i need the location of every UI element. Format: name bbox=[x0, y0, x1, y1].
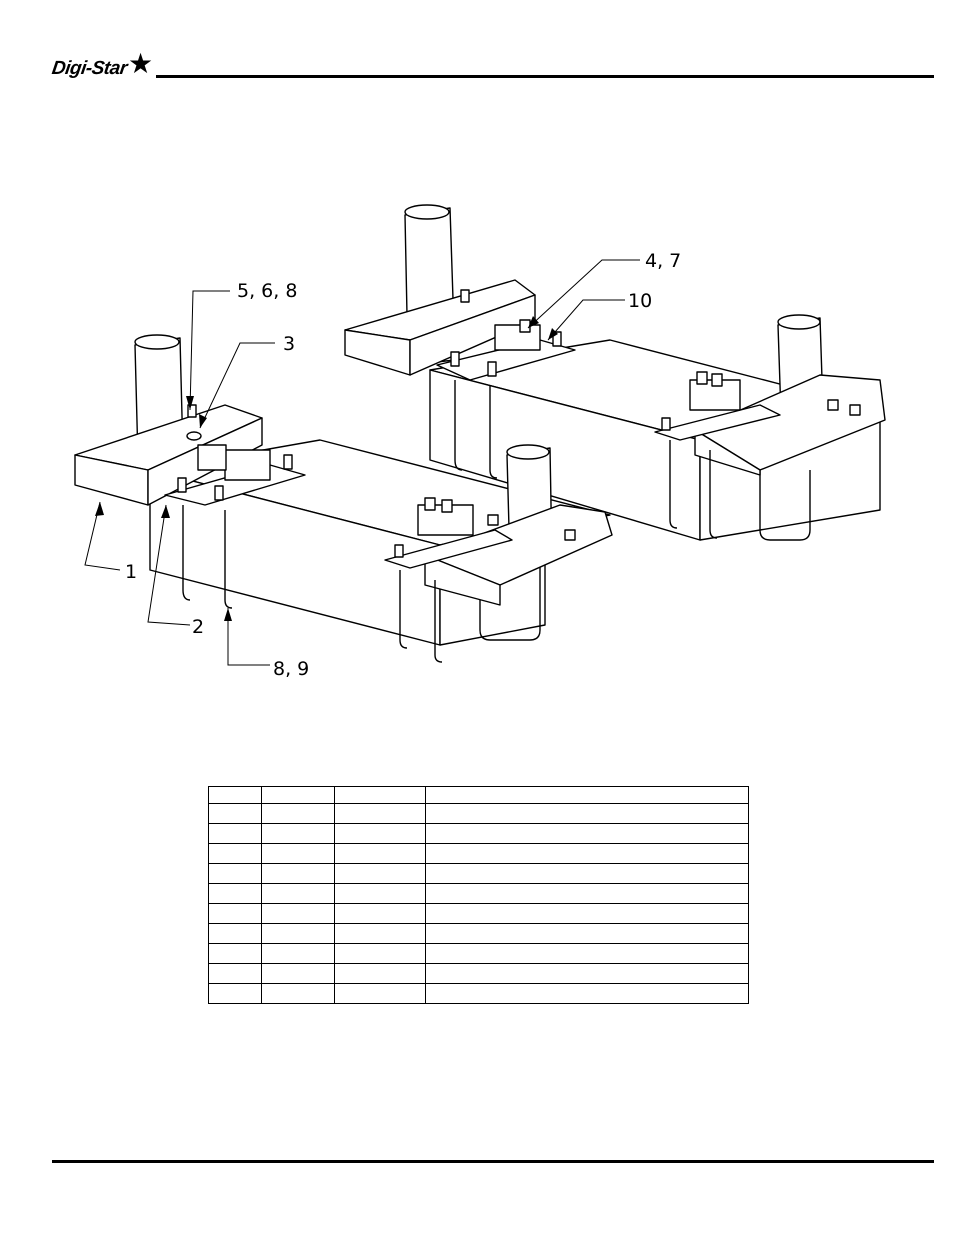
table-cell bbox=[208, 843, 262, 864]
star-icon: ★ bbox=[128, 48, 154, 79]
table-cell bbox=[208, 803, 262, 824]
digi-star-logo: Digi-Star bbox=[50, 58, 129, 79]
scale-mount-assembly-drawing: 1 2 3 4, 7 5, 6, 8 8, 9 10 bbox=[74, 204, 886, 680]
table-cell bbox=[208, 786, 262, 804]
footer-rule bbox=[52, 1160, 934, 1163]
callout-4-7: 4, 7 bbox=[645, 250, 681, 272]
table-row bbox=[208, 883, 749, 904]
table-cell bbox=[208, 963, 262, 984]
callout-1: 1 bbox=[125, 561, 137, 583]
table-cell bbox=[208, 923, 262, 944]
table-cell bbox=[208, 903, 262, 924]
table-cell bbox=[261, 983, 335, 1004]
table-cell bbox=[334, 943, 426, 964]
table-cell bbox=[334, 903, 426, 924]
table-cell bbox=[208, 983, 262, 1004]
table-cell bbox=[261, 803, 335, 824]
callout-3: 3 bbox=[283, 333, 295, 355]
callout-5-6-8: 5, 6, 8 bbox=[237, 280, 297, 302]
table-cell bbox=[425, 786, 749, 804]
table-cell bbox=[425, 803, 749, 824]
table-row bbox=[208, 786, 749, 804]
table-cell bbox=[208, 823, 262, 844]
table-cell bbox=[334, 786, 426, 804]
table-row bbox=[208, 943, 749, 964]
leader-lines bbox=[84, 259, 640, 666]
table-row bbox=[208, 903, 749, 924]
table-cell bbox=[425, 823, 749, 844]
table-cell bbox=[261, 786, 335, 804]
table-row bbox=[208, 803, 749, 824]
table-cell bbox=[425, 943, 749, 964]
table-cell bbox=[261, 883, 335, 904]
callout-8-9: 8, 9 bbox=[273, 658, 309, 680]
table-cell bbox=[261, 863, 335, 884]
page-header: Digi-Star ★ bbox=[0, 0, 954, 100]
header-rule bbox=[156, 75, 934, 78]
table-cell bbox=[425, 903, 749, 924]
table-cell bbox=[425, 983, 749, 1004]
table-cell bbox=[208, 863, 262, 884]
rear-frame-assembly bbox=[344, 204, 886, 541]
table-cell bbox=[425, 923, 749, 944]
table-row bbox=[208, 863, 749, 884]
callout-10: 10 bbox=[628, 290, 652, 312]
table-cell bbox=[334, 883, 426, 904]
table-cell bbox=[334, 843, 426, 864]
table-cell bbox=[261, 843, 335, 864]
front-frame-assembly bbox=[74, 334, 613, 663]
table-cell bbox=[261, 943, 335, 964]
table-cell bbox=[208, 943, 262, 964]
table-cell bbox=[334, 963, 426, 984]
table-cell bbox=[425, 863, 749, 884]
table-cell bbox=[261, 903, 335, 924]
table-cell bbox=[425, 843, 749, 864]
leader-arrowheads bbox=[95, 316, 558, 621]
table-cell bbox=[334, 803, 426, 824]
table-cell bbox=[334, 983, 426, 1004]
table-cell bbox=[425, 883, 749, 904]
bolt-group bbox=[177, 404, 293, 501]
table-cell bbox=[334, 923, 426, 944]
table-cell bbox=[261, 923, 335, 944]
table-cell bbox=[334, 863, 426, 884]
table-row bbox=[208, 923, 749, 944]
table-row bbox=[208, 823, 749, 844]
table-cell bbox=[425, 963, 749, 984]
table-cell bbox=[261, 963, 335, 984]
parts-list-table bbox=[208, 786, 749, 1004]
table-cell bbox=[208, 883, 262, 904]
table-row bbox=[208, 843, 749, 864]
table-row bbox=[208, 963, 749, 984]
table-cell bbox=[261, 823, 335, 844]
callout-2: 2 bbox=[192, 616, 204, 638]
table-cell bbox=[334, 823, 426, 844]
table-row bbox=[208, 983, 749, 1004]
